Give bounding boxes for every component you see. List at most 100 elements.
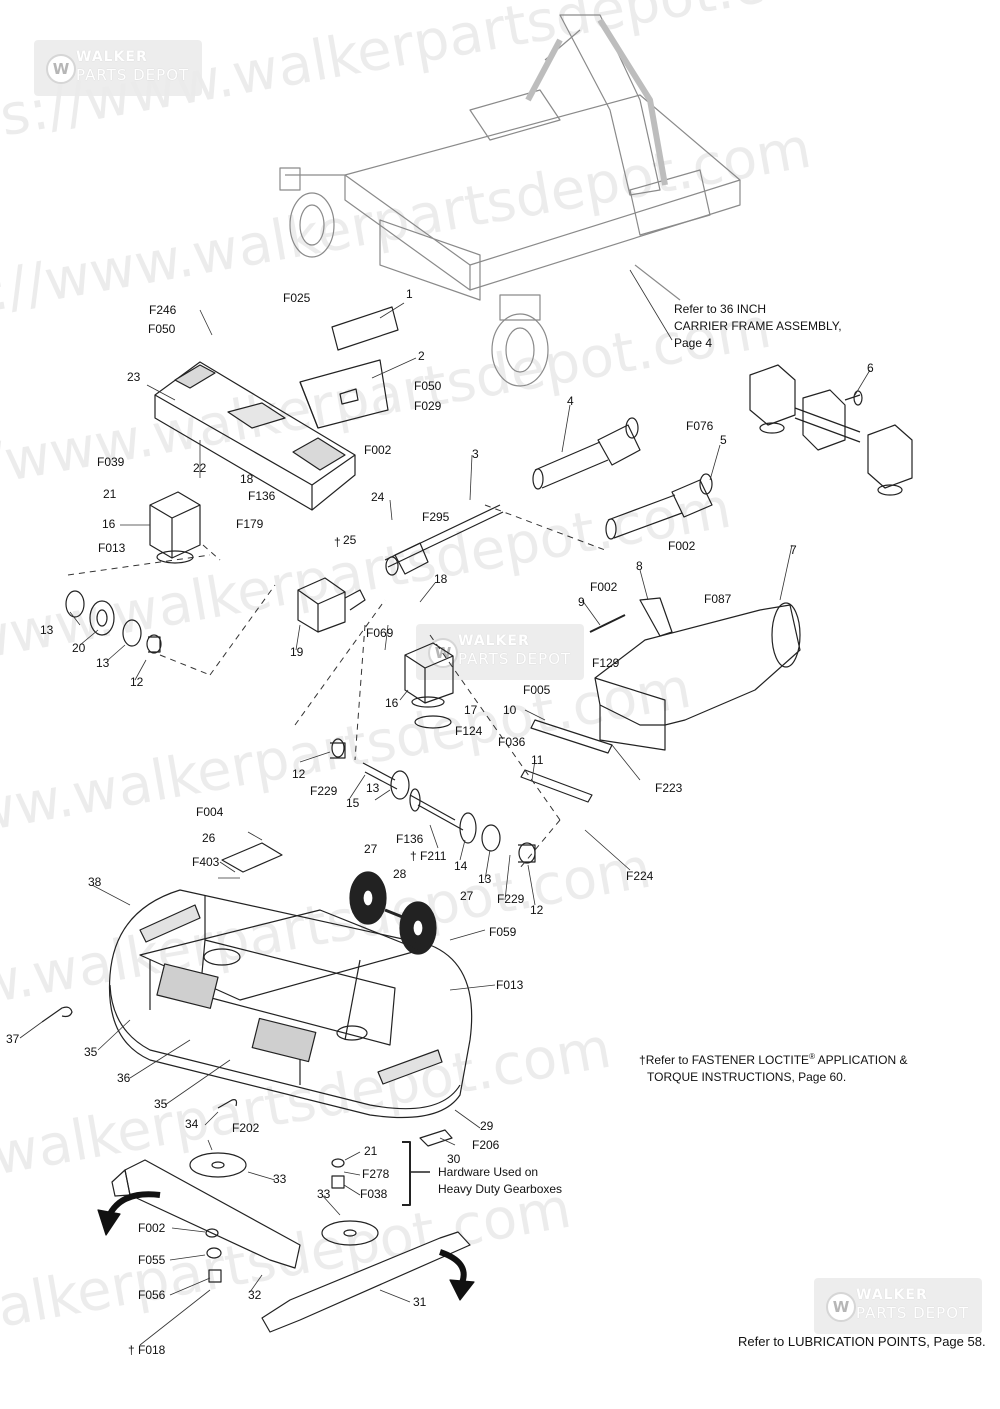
- callout-label: F038: [360, 1187, 388, 1201]
- walker-logo-icon: W: [826, 1292, 856, 1322]
- note-line: Page 4: [674, 336, 713, 350]
- callout-label: 4: [567, 394, 574, 408]
- walker-logo: W WALKER PARTS DEPOT: [814, 1278, 982, 1334]
- callout-label: F403: [192, 855, 220, 869]
- walker-logo: W WALKER PARTS DEPOT: [34, 40, 202, 96]
- callout-label: F050: [414, 379, 442, 393]
- callout-label: 27: [364, 842, 378, 856]
- callout-label: F069: [366, 626, 394, 640]
- callout-label: 5: [720, 433, 727, 447]
- callout-label: 13: [40, 623, 54, 637]
- registered-mark: ®: [809, 1052, 815, 1061]
- callout-label: 37: [6, 1032, 20, 1046]
- callout-label: F002: [364, 443, 392, 457]
- logo-line1: WALKER: [458, 633, 530, 649]
- logo-line1: WALKER: [856, 1287, 928, 1303]
- callout-label: F004: [196, 805, 224, 819]
- note-line: TORQUE INSTRUCTIONS, Page 60.: [647, 1070, 847, 1084]
- callout-label: 1: [406, 287, 413, 301]
- callout-label: F002: [590, 580, 618, 594]
- part-pulleys: [349, 871, 437, 955]
- exploded-view-drawing: [19, 14, 913, 1346]
- callout-label: F059: [489, 925, 517, 939]
- callout-label: 8: [636, 559, 643, 573]
- callout-label: 21: [364, 1144, 378, 1158]
- note-loctite: †Refer to FASTENER LOCTITE® APPLICATION …: [639, 1048, 907, 1086]
- walker-logo: W WALKER PARTS DEPOT: [416, 624, 584, 680]
- callout-label: 31: [413, 1295, 427, 1309]
- callout-label: 33: [273, 1172, 287, 1186]
- callout-label: 20: [72, 641, 86, 655]
- callout-label: F179: [236, 517, 264, 531]
- callout-label: 25: [343, 533, 357, 547]
- note-carrier-frame: Refer to 36 INCH CARRIER FRAME ASSEMBLY,…: [674, 301, 842, 352]
- note-line: APPLICATION &: [814, 1053, 908, 1067]
- callout-label: F206: [472, 1138, 500, 1152]
- note-line: Hardware Used on: [438, 1165, 539, 1179]
- callout-label: 3: [472, 447, 479, 461]
- part-deflector-strips: [520, 719, 613, 803]
- rotation-arrow-right-head: [449, 1279, 475, 1301]
- callout-label: 11: [531, 753, 544, 767]
- part-bracket-spring: [589, 597, 673, 637]
- callout-label: 14: [454, 859, 468, 873]
- callout-label: F136: [396, 832, 424, 846]
- note-hardware: Hardware Used on Heavy Duty Gearboxes: [438, 1164, 562, 1198]
- callout-label: F050: [148, 322, 176, 336]
- note-line: CARRIER FRAME ASSEMBLY,: [674, 319, 842, 333]
- callout-label: F029: [414, 399, 442, 413]
- callout-label: 18: [434, 572, 448, 586]
- callout-label: F129: [592, 656, 620, 670]
- callout-label: 35: [84, 1045, 98, 1059]
- callout-label: F229: [310, 784, 338, 798]
- part-discharge-chute: [594, 602, 801, 751]
- callout-label: F124: [455, 724, 483, 738]
- dagger-symbol: †: [639, 1053, 646, 1067]
- callout-label: F229: [497, 892, 525, 906]
- callout-label: 13: [366, 781, 380, 795]
- logo-line1: WALKER: [76, 49, 148, 65]
- note-line: Refer to FASTENER LOCTITE: [645, 1053, 810, 1067]
- callout-label: †: [128, 1343, 135, 1357]
- callout-label: 13: [478, 872, 492, 886]
- hardware-bracket: [402, 1141, 411, 1206]
- callout-label: F087: [704, 592, 732, 606]
- part-gearbox-center: [297, 577, 366, 633]
- callout-label: F246: [149, 303, 177, 317]
- callout-label: 32: [248, 1288, 262, 1302]
- part-pto-shaft-4: [532, 417, 641, 490]
- callout-label: 18: [240, 472, 254, 486]
- callout-label: 23: [127, 370, 141, 384]
- callout-label: 15: [346, 796, 360, 810]
- callout-label: †: [410, 849, 417, 863]
- part-gearbox-cover: [154, 361, 356, 511]
- callout-label: †: [334, 535, 341, 549]
- footer-lubrication-note: Refer to LUBRICATION POINTS, Page 58.: [738, 1334, 986, 1349]
- carrier-frame: [279, 14, 741, 387]
- callout-label: F295: [422, 510, 450, 524]
- rotation-arrow-right: [438, 1249, 467, 1285]
- callout-label: 36: [117, 1071, 131, 1085]
- callout-label: F013: [496, 978, 524, 992]
- callout-label: 7: [790, 543, 797, 557]
- callout-label: F025: [283, 291, 311, 305]
- part-cover-plate: [299, 306, 399, 429]
- part-coupler-left: [65, 590, 162, 654]
- part-mower-deck: [108, 889, 473, 1119]
- callout-label: F055: [138, 1253, 166, 1267]
- callout-label: 6: [867, 361, 874, 375]
- note-line: Refer to 36 INCH: [674, 302, 767, 316]
- part-gearbox-left: [149, 491, 201, 564]
- callout-label: F036: [498, 735, 526, 749]
- callout-label: 29: [480, 1119, 494, 1133]
- part-gearbox-assembly: [749, 364, 913, 496]
- part-clip: [41, 1006, 73, 1023]
- callout-label: 16: [102, 517, 116, 531]
- callout-label: 35: [154, 1097, 168, 1111]
- callout-label: F211: [420, 849, 447, 863]
- callout-label: F039: [97, 455, 125, 469]
- callout-label: F136: [248, 489, 276, 503]
- callout-label: 2: [418, 349, 425, 363]
- callout-label: F056: [138, 1288, 166, 1302]
